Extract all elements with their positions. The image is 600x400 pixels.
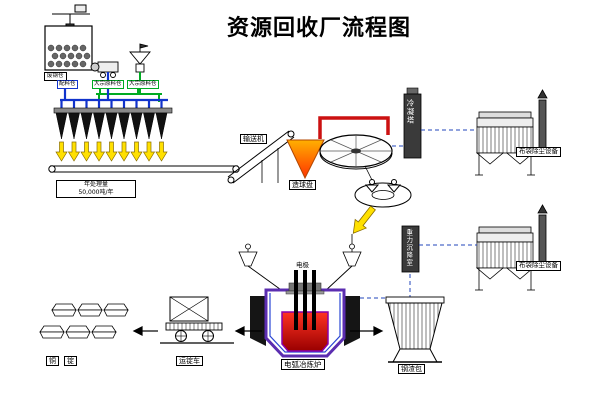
distributor-disc (354, 165, 412, 208)
label-ingot-char-1: 铜 (46, 356, 59, 367)
label-conveyor: 输送机 (240, 134, 267, 145)
belt-conveyor (48, 165, 240, 173)
inclined-conveyor (227, 130, 295, 184)
charging-bells (238, 234, 362, 293)
red-feed-pipe (318, 116, 390, 139)
label-bulk-bin-1: 大宗原料仓 (92, 80, 124, 89)
arc-furnace (250, 270, 360, 358)
magnetic-separator-icon (90, 61, 119, 78)
label-furnace: 电弧冶炼炉 (281, 359, 325, 370)
label-electrode: 电极 (296, 261, 309, 269)
label-baghouse-mid: 布袋除尘设备 (516, 261, 561, 271)
label-cooling-tower: 冷凝塔 (406, 99, 415, 125)
label-bulk-bin-2: 大宗原料仓 (127, 80, 159, 89)
pipe-manifold (60, 72, 168, 112)
storage-hoppers (53, 107, 173, 140)
cooling-tower (403, 87, 422, 159)
label-settling-chamber: 重力沉降室 (404, 229, 413, 267)
scrap-tank (44, 25, 93, 71)
settling-chamber (401, 225, 420, 273)
flow-arrow-right (350, 326, 384, 336)
label-ingots: 铜 锭 (46, 356, 77, 367)
page-title: 资源回收厂流程图 (227, 16, 412, 41)
pelletizer-cone (286, 139, 325, 180)
discharge-arrows (55, 141, 168, 162)
transfer-arrow (352, 205, 376, 234)
baghouse-mid-unit (474, 204, 548, 291)
label-baghouse-top: 布袋除尘设备 (516, 147, 561, 157)
feeder-machine-icon (129, 43, 151, 73)
label-ingot-cart: 运锭车 (176, 356, 203, 367)
flow-arrow-left-1 (234, 326, 262, 336)
dashed-duct-furnace-chamber (346, 272, 411, 299)
label-pelletizer: 造球盘 (289, 180, 316, 191)
baghouse-top-unit (474, 89, 548, 176)
disc-pelletizer (318, 116, 393, 170)
label-slag-ladle: 钢渣包 (398, 364, 425, 375)
ingot-cart (160, 296, 234, 344)
label-scrap-bin: 废钢仓 (44, 72, 67, 81)
label-batch-bin: 配料仓 (57, 80, 78, 89)
copper-ingots (39, 303, 129, 339)
label-ingot-char-2: 锭 (64, 356, 77, 367)
label-capacity: 年处理量 50,000吨/年 (56, 180, 136, 198)
flow-arrow-left-2 (132, 326, 158, 336)
slag-ladle (385, 296, 445, 363)
